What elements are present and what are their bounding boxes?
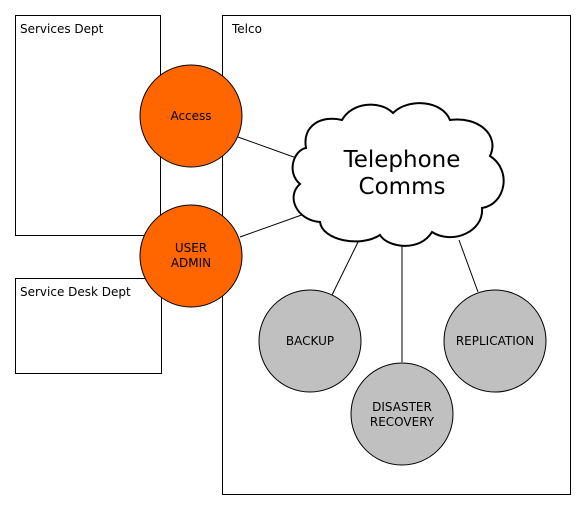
disaster-recovery-label-line2: RECOVERY	[370, 415, 435, 429]
services-dept-label: Services Dept	[20, 22, 104, 36]
backup-label: BACKUP	[286, 334, 334, 348]
connector-cloud-replication	[458, 239, 479, 293]
connector-cloud-backup	[331, 237, 361, 296]
cloud-label-line2: Comms	[359, 174, 446, 200]
access-node	[139, 64, 243, 168]
cloud-label-line1: Telephone	[343, 147, 461, 173]
replication-node	[443, 289, 547, 393]
disaster-recovery-node	[350, 362, 454, 466]
service-desk-dept-box	[15, 278, 162, 374]
user-admin-node	[139, 204, 243, 308]
user-admin-label-line2: ADMIN	[171, 256, 211, 270]
connector-access-cloud	[237, 136, 303, 161]
backup-node	[258, 289, 362, 393]
services-dept-box	[15, 15, 161, 236]
telco-label: Telco	[231, 22, 262, 36]
connector-useradmin-cloud	[239, 211, 311, 238]
service-desk-dept-label: Service Desk Dept	[20, 285, 131, 299]
user-admin-label-line1: USER	[175, 241, 207, 255]
cloud-shape	[291, 102, 505, 247]
replication-label: REPLICATION	[456, 334, 534, 348]
disaster-recovery-label-line1: DISASTER	[372, 400, 432, 414]
access-label: Access	[170, 109, 211, 123]
